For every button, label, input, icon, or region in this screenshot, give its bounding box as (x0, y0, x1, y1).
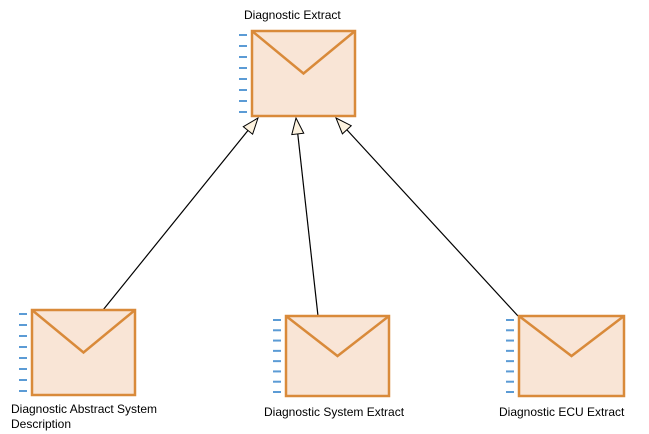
label-diagnostic-extract: Diagnostic Extract (244, 8, 341, 22)
envelope-icon (517, 314, 626, 398)
envelope-flap (251, 30, 356, 76)
dash-marks (273, 319, 281, 393)
edge-line (297, 133, 319, 317)
edge-line (346, 129, 519, 317)
hollow-arrowhead (291, 116, 305, 136)
dash-marks (239, 34, 247, 113)
dash-marks (506, 319, 514, 393)
node-diagnostic-extract (239, 29, 357, 118)
envelope-flap (518, 315, 625, 358)
envelope-icon (30, 308, 137, 397)
generalization-edge (291, 116, 319, 317)
node-diagnostic-ecu-extract (506, 314, 626, 398)
label-diagnostic-abstract-system-description: Diagnostic Abstract System Description (11, 402, 158, 431)
dash-marks (19, 313, 27, 392)
hollow-arrowhead (242, 116, 259, 136)
label-diagnostic-ecu-extract: Diagnostic ECU Extract (499, 405, 625, 419)
node-diagnostic-abstract-system-description (19, 308, 137, 397)
generalization-edge (335, 116, 519, 317)
envelope-flap (285, 315, 390, 358)
envelope-flap (31, 309, 136, 355)
label-diagnostic-system-extract: Diagnostic System Extract (264, 405, 405, 419)
envelope-icon (250, 29, 357, 118)
envelope-icon (284, 314, 391, 398)
node-diagnostic-system-extract (273, 314, 391, 398)
hollow-arrowhead (335, 116, 353, 135)
generalization-edge (102, 116, 259, 311)
edge-line (102, 130, 249, 311)
